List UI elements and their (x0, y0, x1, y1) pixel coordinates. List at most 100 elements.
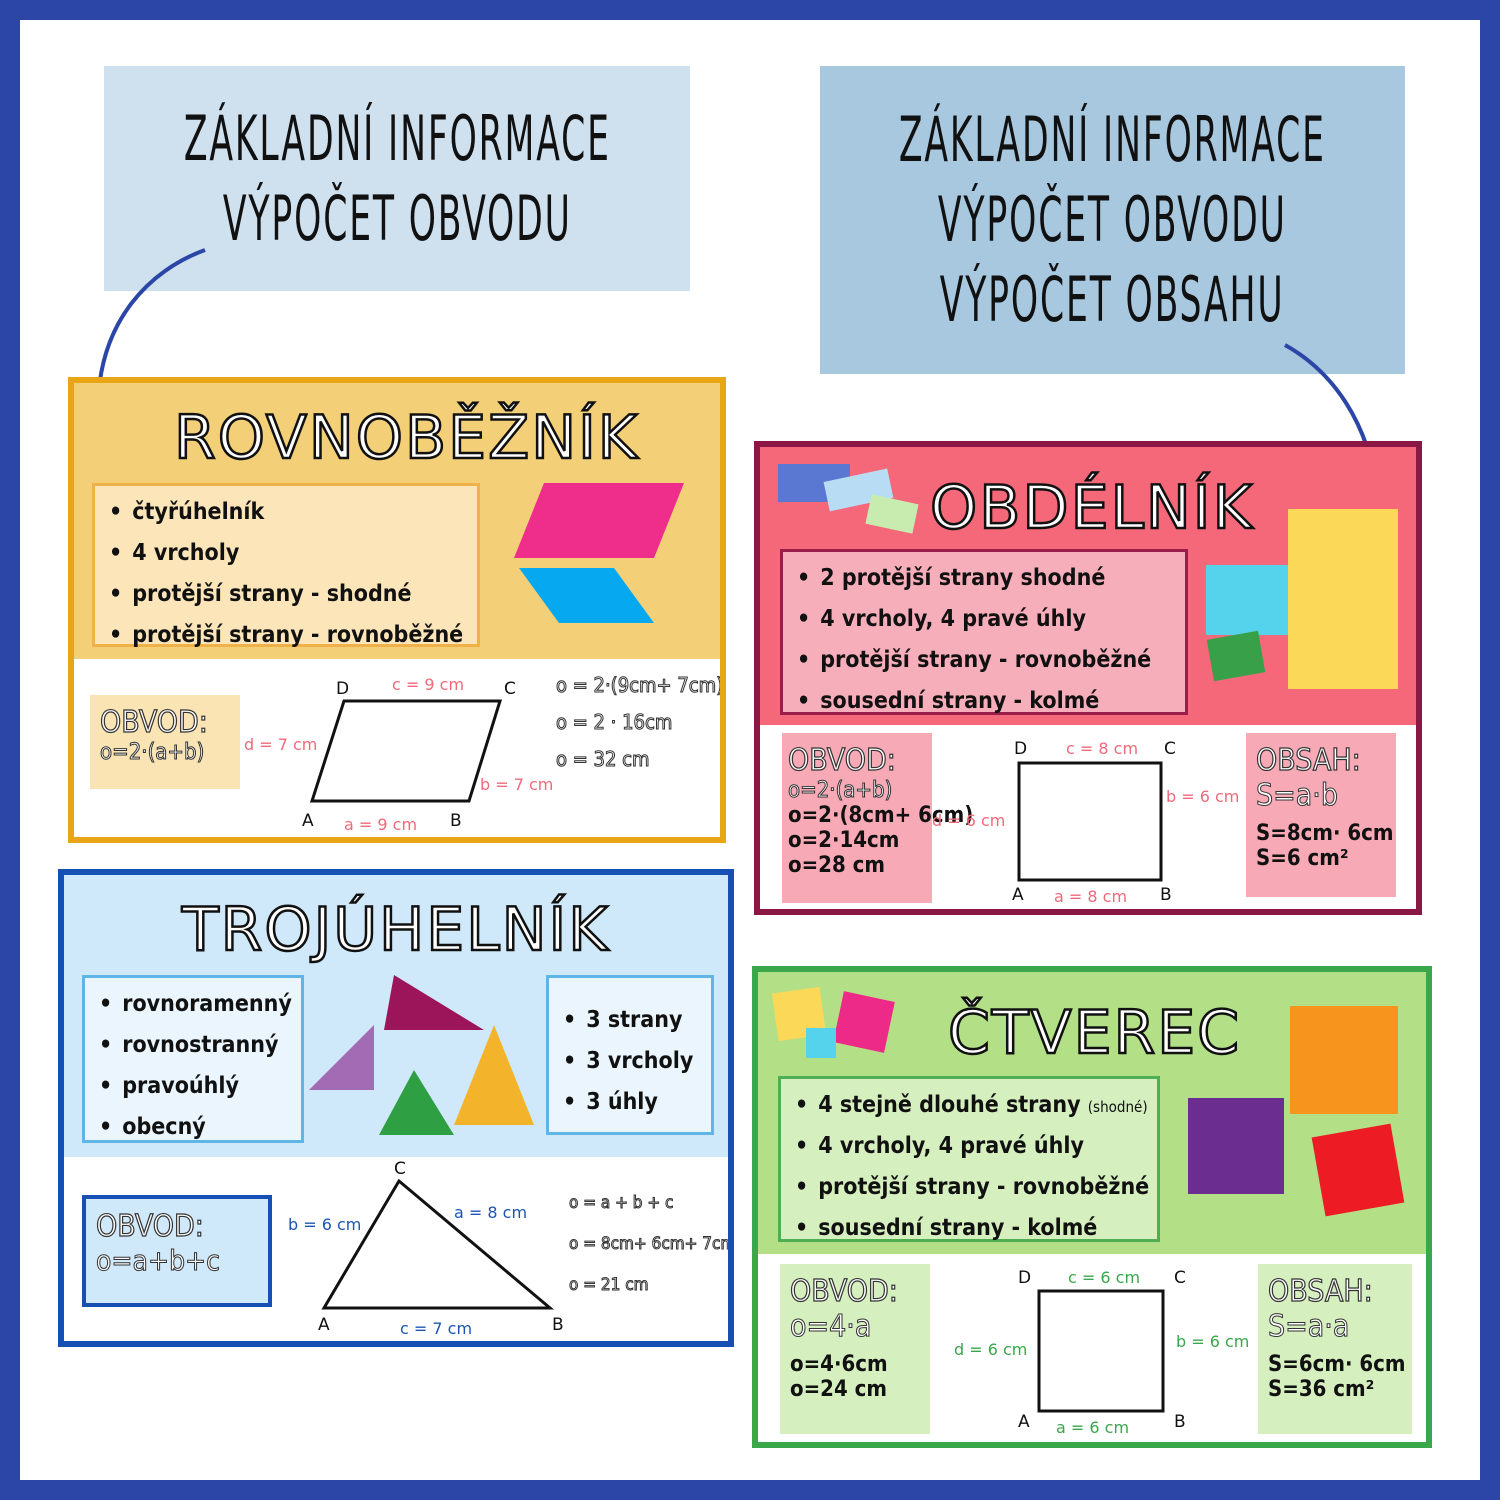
decor-rects-left (778, 464, 919, 534)
obvod-formula: o=2·(a+b) (788, 778, 893, 804)
bullet-text: 4 stejně dlouhé strany (818, 1092, 1081, 1118)
vertex-a: A (1018, 1412, 1030, 1432)
vertex-a: A (302, 811, 314, 831)
card-title: OBDÉLNÍK (929, 472, 1254, 545)
arrow-left-icon (96, 248, 206, 406)
obvod-box: OBVOD: o=a+b+c (82, 1195, 272, 1307)
calc-line: o = 21 cm (568, 1275, 649, 1296)
card-triangle: TROJÚHELNÍK rovnoramenný rovnostranný pr… (58, 869, 734, 1347)
obsah-calc-line: S=8cm· 6cm (1256, 821, 1394, 846)
side-b-label: b = 7 cm (480, 775, 554, 794)
header-right-line-2: VÝPOČET OBVODU (938, 183, 1287, 256)
vertex-b: B (1174, 1412, 1186, 1432)
bullet-item: 2 protější strany shodné (797, 558, 1171, 599)
side-b-label: b = 6 cm (1176, 1332, 1250, 1351)
vertex-c: C (1164, 739, 1176, 759)
side-d-label: d = 6 cm (932, 811, 1006, 830)
side-c-label: c = 9 cm (392, 675, 465, 694)
obvod-calc-line: o=4·6cm (790, 1352, 888, 1377)
calc-block: o = a + b + c o = 8cm+ 6cm+ 7cm o = 21 c… (568, 1193, 734, 1316)
vertex-b: B (1160, 885, 1172, 905)
side-c-label: c = 7 cm (400, 1319, 473, 1338)
side-b-label: b = 6 cm (1166, 787, 1240, 806)
triangle-shape (321, 1178, 555, 1310)
side-a-label: a = 8 cm (454, 1203, 528, 1222)
bullet-item: čtyřúhelník (109, 492, 463, 533)
calc-block: o = 2·(9cm+ 7cm) o = 2 · 16cm o = 32 cm (555, 673, 724, 784)
side-d-label: d = 6 cm (954, 1340, 1028, 1359)
vertex-c: C (1174, 1268, 1186, 1288)
side-a-label: a = 6 cm (1056, 1418, 1130, 1437)
rectangle-shape (1017, 761, 1163, 882)
header-left: ZÁKLADNÍ INFORMACE VÝPOČET OBVODU (104, 66, 690, 291)
obvod-formula: o=a+b+c (96, 1244, 221, 1278)
calc-line: o = 32 cm (555, 747, 650, 772)
obvod-calc-line: o=2·(8cm+ 6cm) (788, 803, 974, 828)
decor-rects-right (1206, 509, 1398, 689)
header-left-line-2: VÝPOČET OBVODU (222, 181, 572, 255)
type-item: pravoúhlý (99, 1066, 287, 1107)
parallelogram-shape (309, 699, 503, 803)
obsah-calc-line: S=6cm· 6cm (1268, 1352, 1406, 1377)
decor-shapes (514, 483, 684, 623)
calc-line: o = 2 · 16cm (555, 710, 673, 735)
decor-squares-right (1188, 1006, 1405, 1217)
bullet-list: čtyřúhelník 4 vrcholy protější strany - … (92, 483, 480, 648)
vertex-c: C (504, 679, 516, 699)
bullet-item: 4 vrcholy, 4 pravé úhly (797, 599, 1171, 640)
card-title: TROJÚHELNÍK (181, 894, 610, 967)
card-parallelogram: ROVNOBĚŽNÍK čtyřúhelník 4 vrcholy protěj… (68, 377, 726, 843)
side-a-label: a = 9 cm (344, 815, 418, 834)
header-left-line-1: ZÁKLADNÍ INFORMACE (183, 101, 611, 175)
side-b-label: b = 6 cm (288, 1215, 362, 1234)
card-title: ČTVEREC (947, 997, 1241, 1070)
bullet-list: 4 stejně dlouhé strany (shodné) 4 vrchol… (778, 1076, 1160, 1242)
bullet-item: protější strany - rovnoběžné (797, 640, 1171, 681)
bullet-item: protější strany - shodné (109, 574, 463, 615)
prop-item: 3 úhly (563, 1082, 697, 1123)
obvod-formula: o=4·a (790, 1309, 872, 1345)
vertex-b: B (450, 811, 462, 831)
obsah-box: OBSAH: S=a·b S=8cm· 6cm S=6 cm² (1246, 733, 1396, 897)
obsah-title: OBSAH: (1255, 742, 1361, 778)
decor-squares-left (771, 986, 895, 1058)
bullet-item: 4 vrcholy (109, 533, 463, 574)
obvod-formula: o=2·(a+b) (100, 740, 205, 766)
bullet-item: 4 stejně dlouhé strany (shodné) (795, 1085, 1147, 1126)
side-c-label: c = 6 cm (1068, 1268, 1141, 1287)
header-right-line-3: VÝPOČET OBSAHU (940, 263, 1285, 336)
bullet-note: (shodné) (1087, 1098, 1148, 1116)
card-rectangle: OBDÉLNÍK 2 protější strany shodné 4 vrch… (754, 441, 1422, 915)
calc-line: o = 8cm+ 6cm+ 7cm (568, 1234, 734, 1255)
bullet-item: 4 vrcholy, 4 pravé úhly (795, 1126, 1143, 1167)
obvod-title: OBVOD: (99, 704, 208, 740)
vertex-d: D (1018, 1268, 1032, 1288)
obvod-box: OBVOD: o=2·(a+b) o=2·(8cm+ 6cm) o=2·14cm… (782, 733, 974, 903)
obvod-title: OBVOD: (789, 1273, 898, 1309)
obvod-box: OBVOD: o=4·a o=4·6cm o=24 cm (780, 1264, 930, 1434)
vertex-a: A (1012, 885, 1024, 905)
prop-item: 3 vrcholy (563, 1041, 697, 1082)
type-item: rovnostranný (99, 1025, 287, 1066)
obsah-calc-line: S=36 cm² (1268, 1377, 1375, 1402)
side-a-label: a = 8 cm (1054, 887, 1128, 906)
card-square: ČTVEREC 4 stejně dlouhé strany (shodné) … (752, 966, 1432, 1448)
bullet-item: sousední strany - kolmé (795, 1208, 1143, 1249)
obsah-formula: S=a·b (1256, 778, 1339, 814)
props-list: 3 strany 3 vrcholy 3 úhly (546, 975, 714, 1135)
obsah-calc-line: S=6 cm² (1256, 846, 1349, 871)
prop-item: 3 strany (563, 1000, 697, 1041)
header-right-line-1: ZÁKLADNÍ INFORMACE (899, 103, 1326, 176)
vertex-b: B (552, 1315, 564, 1335)
decor-triangles (309, 975, 534, 1135)
card-title: ROVNOBĚŽNÍK (173, 402, 640, 475)
obvod-title: OBVOD: (95, 1208, 204, 1244)
calc-line: o = 2·(9cm+ 7cm) (555, 673, 724, 698)
vertex-a: A (318, 1315, 330, 1335)
obsah-title: OBSAH: (1267, 1273, 1373, 1309)
obvod-calc-line: o=24 cm (790, 1377, 887, 1402)
vertex-d: D (336, 679, 350, 699)
obvod-calc-line: o=28 cm (788, 853, 885, 878)
bullet-list: 2 protější strany shodné 4 vrcholy, 4 pr… (780, 549, 1188, 715)
